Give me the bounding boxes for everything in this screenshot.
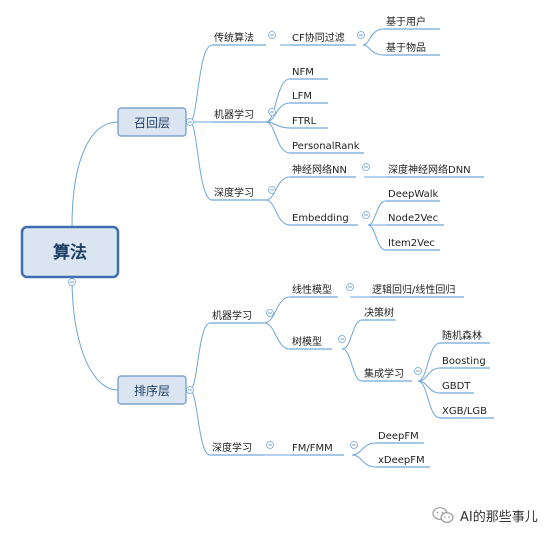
node-recall-cf[interactable]: CF协同过滤 [292,31,345,44]
collapse-icon-ranking-ensemble[interactable] [414,367,422,375]
node-recall-dnn[interactable]: 深度神经网络DNN [388,163,471,176]
wechat-icon [432,507,454,523]
node-ranking-fm[interactable]: FM/FMM [292,443,333,454]
collapse-icon-recall-nn[interactable] [362,163,370,171]
layer-node-ranking[interactable]: 排序层 [117,375,187,405]
collapse-icon-recall[interactable] [186,118,194,126]
node-recall-user-based[interactable]: 基于用户 [386,15,426,28]
root-label: 算法 [52,242,87,263]
collapse-icon-ranking-tree[interactable] [338,335,346,343]
ranking-branch: 机器学习 线性模型 逻辑回归/线性回归 树模型 决策树 集成学习 随机森林 Bo… [212,283,487,466]
node-recall-item2vec[interactable]: Item2Vec [388,238,435,249]
collapse-icon-recall-dl[interactable] [268,186,276,194]
node-recall-embedding[interactable]: Embedding [292,213,349,224]
collapse-icon-recall-cf[interactable] [357,31,365,39]
collapse-icon-recall-ml[interactable] [268,108,276,116]
collapse-icon-root[interactable] [68,278,76,286]
layer-label-recall: 召回层 [134,116,170,130]
collapse-icon-ranking[interactable] [186,386,194,394]
node-underlines [210,28,494,468]
node-recall-personalrank[interactable]: PersonalRank [292,141,360,152]
node-recall-lfm[interactable]: LFM [292,91,312,102]
node-recall-deepwalk[interactable]: DeepWalk [388,189,439,200]
node-ranking-ml[interactable]: 机器学习 [212,309,252,322]
node-recall-nn[interactable]: 神经网络NN [292,163,347,176]
node-ranking-gbdt[interactable]: GBDT [442,381,471,392]
node-ranking-linear[interactable]: 线性模型 [292,283,332,296]
layer-node-recall[interactable]: 召回层 [117,107,187,137]
node-ranking-dl[interactable]: 深度学习 [212,441,252,454]
node-recall-traditional[interactable]: 传统算法 [214,31,254,44]
connectors [71,28,441,468]
node-recall-item-based[interactable]: 基于物品 [386,41,426,54]
collapse-icon-ranking-ml[interactable] [266,309,274,317]
collapse-icon-recall-embedding[interactable] [362,211,370,219]
node-recall-ml[interactable]: 机器学习 [214,108,254,121]
watermark: AI的那些事儿 [432,504,548,526]
node-recall-ftrl[interactable]: FTRL [292,116,317,127]
collapse-icon-recall-traditional[interactable] [268,31,276,39]
recall-branch: 传统算法 CF协同过滤 基于用户 基于物品 机器学习 NFM LFM FTRL … [214,15,471,249]
collapse-icon-ranking-dl[interactable] [266,441,274,449]
collapse-icon-ranking-fm[interactable] [350,441,358,449]
root-node[interactable]: 算法 [20,225,120,279]
node-ranking-lr[interactable]: 逻辑回归/线性回归 [372,283,455,296]
watermark-text: AI的那些事儿 [460,509,538,525]
node-ranking-tree[interactable]: 树模型 [292,335,322,348]
node-recall-dl[interactable]: 深度学习 [214,186,254,199]
node-ranking-xgb[interactable]: XGB/LGB [442,406,487,417]
node-ranking-deepfm[interactable]: DeepFM [378,431,419,442]
collapse-icon-ranking-linear[interactable] [346,283,354,291]
node-ranking-decision-tree[interactable]: 决策树 [364,306,394,319]
node-ranking-boosting[interactable]: Boosting [442,356,486,367]
collapse-toggles [68,31,422,449]
node-recall-node2vec[interactable]: Node2Vec [388,213,438,224]
layer-label-ranking: 排序层 [134,383,170,398]
node-ranking-xdeepfm[interactable]: xDeepFM [378,455,425,466]
node-ranking-rf[interactable]: 随机森林 [442,329,482,342]
node-recall-nfm[interactable]: NFM [292,67,314,78]
node-ranking-ensemble[interactable]: 集成学习 [364,367,404,380]
